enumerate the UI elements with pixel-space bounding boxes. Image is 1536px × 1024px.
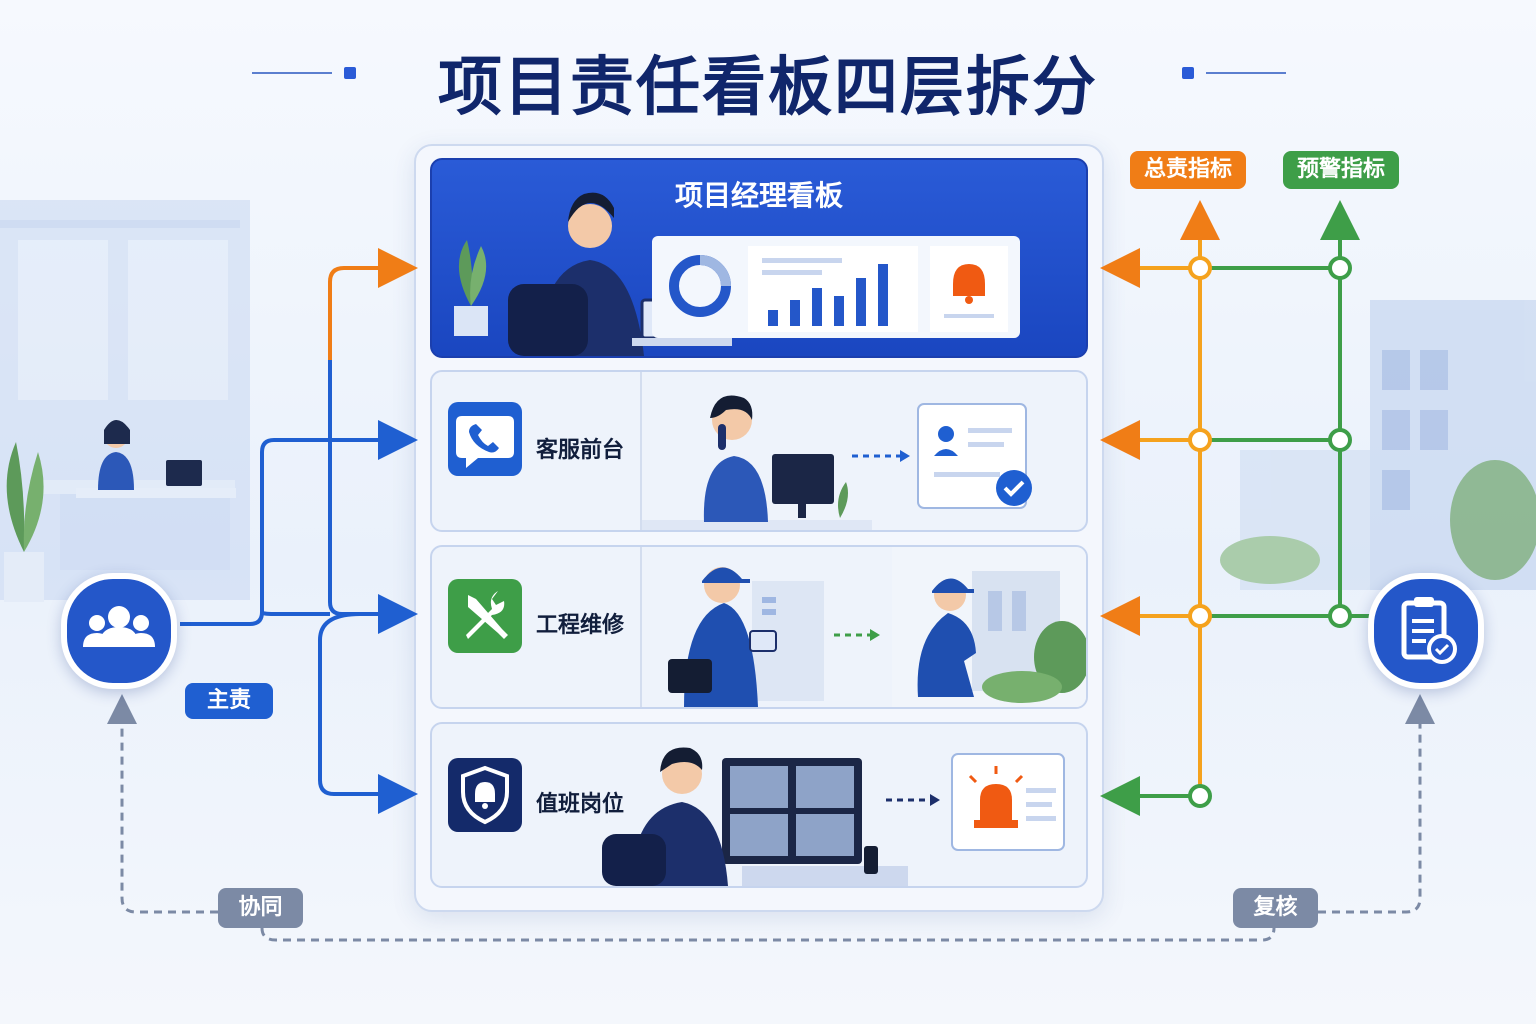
bottom-link-line	[260, 927, 1276, 942]
check-icon	[996, 470, 1032, 506]
review-loop-line	[1290, 694, 1435, 914]
title-rule-right	[1206, 72, 1286, 74]
bell-icon	[953, 264, 985, 296]
layer-duty-post[interactable]: 值班岗位	[430, 722, 1088, 888]
repair-illustration	[668, 547, 1086, 707]
main-to-engineering-line	[328, 360, 418, 634]
tag-total-indicator[interactable]: 总责指标	[1130, 151, 1247, 189]
building-background	[1220, 300, 1536, 590]
title-dot-right	[1182, 67, 1194, 79]
manager-head	[568, 204, 612, 248]
tool-bag	[668, 659, 712, 693]
junction-nodes	[1188, 256, 1352, 808]
chair	[602, 834, 666, 886]
alarm-light-icon	[980, 784, 1012, 820]
front-desk-illustration	[642, 395, 1032, 530]
receptionist-figure	[76, 420, 236, 498]
main-to-duty-line	[318, 612, 418, 814]
walkie-talkie-icon	[864, 846, 878, 874]
tablet	[749, 630, 777, 652]
chair	[508, 284, 588, 356]
divider	[640, 372, 642, 530]
tag-review[interactable]: 复核	[1233, 888, 1318, 928]
main-to-manager-line	[328, 248, 418, 360]
clipboard-check-icon[interactable]	[1368, 573, 1484, 689]
phone-handset	[718, 424, 726, 450]
layer-label: 项目经理看板	[674, 179, 843, 212]
main-to-front-line	[180, 420, 418, 626]
layer-project-manager[interactable]: 项目经理看板	[430, 158, 1088, 358]
page-title: 项目责任看板四层拆分	[438, 51, 1098, 125]
layer-label: 值班岗位	[536, 792, 625, 817]
phone-chat-icon	[448, 402, 522, 476]
coop-loop-line	[107, 694, 218, 914]
title-dot-left	[344, 67, 356, 79]
wrench-screwdriver-icon	[448, 579, 522, 653]
tag-warning-indicator[interactable]: 预警指标	[1283, 151, 1400, 189]
pot	[454, 306, 488, 336]
tag-main-responsibility[interactable]: 主责	[185, 683, 273, 719]
kneeling-technician	[917, 613, 976, 697]
duty-illustration	[602, 747, 1065, 886]
team-icon[interactable]	[61, 573, 177, 689]
shield-bell-icon	[448, 758, 522, 832]
layer-engineering-repair[interactable]: 工程维修	[430, 545, 1088, 709]
divider	[640, 547, 642, 707]
title-rule-left	[252, 72, 332, 74]
layer-label: 客服前台	[536, 438, 625, 463]
plant-left	[4, 442, 44, 602]
monitor	[772, 454, 834, 504]
layer-label: 工程维修	[536, 613, 625, 638]
dashboard-illustration	[454, 192, 1020, 356]
tag-coordination[interactable]: 协同	[218, 888, 303, 928]
layer-customer-service[interactable]: 客服前台	[430, 370, 1088, 532]
